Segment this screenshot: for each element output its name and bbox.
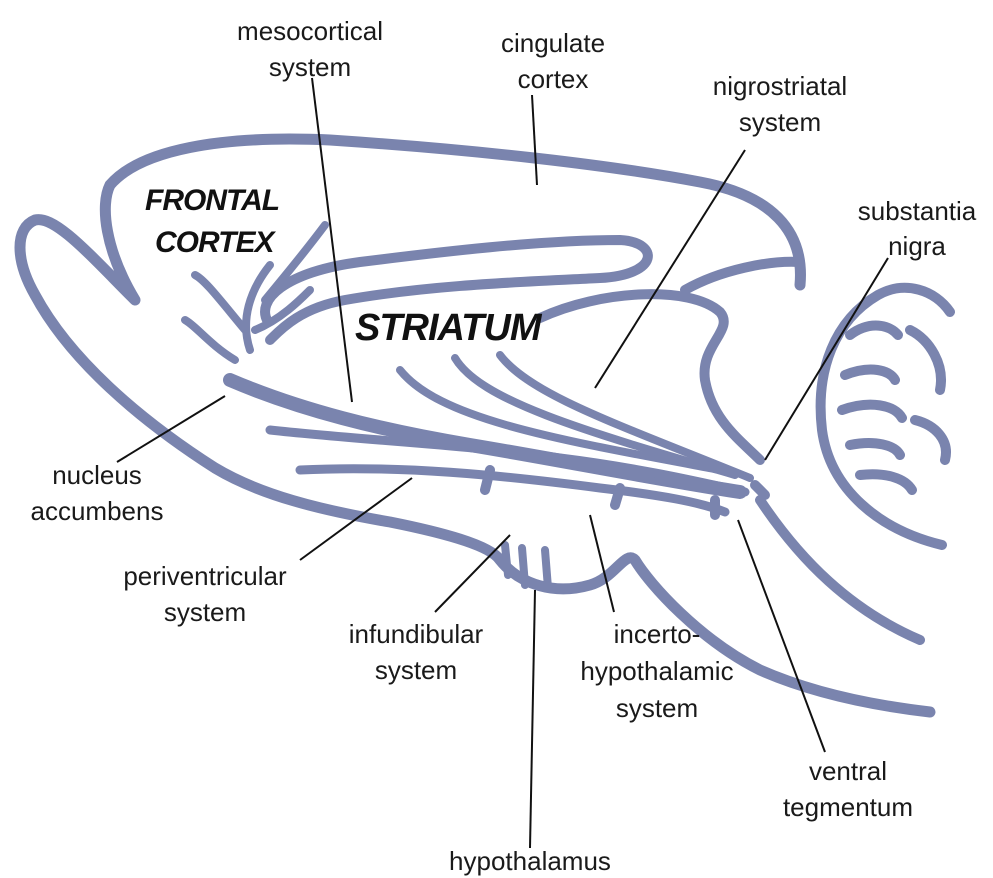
- fiber-tracts: [185, 225, 765, 588]
- accumbens-label-line-1: nucleus: [52, 460, 142, 490]
- nigrostriatal-label-line-1: nigrostriatal: [713, 71, 847, 101]
- incerto-label-line-1: incerto-: [614, 619, 701, 649]
- leader-cingulate: [532, 95, 537, 185]
- cerebellum: [821, 288, 950, 545]
- substantia-label-line-1: substantia: [858, 196, 977, 226]
- incerto-label-line-2: hypothalamic: [580, 656, 733, 686]
- leader-hypothalamus: [530, 590, 535, 848]
- infundibular-label-line-1: infundibular: [349, 619, 484, 649]
- nigrostriatal-label-line-2: system: [739, 107, 821, 137]
- incerto-label-line-3: system: [616, 693, 698, 723]
- cingulate-label-line-2: cortex: [518, 64, 589, 94]
- mesocortical-label-line-1: mesocortical: [237, 16, 383, 46]
- ventral-label-line-1: ventral: [809, 756, 887, 786]
- brainstem-boundary: [760, 500, 920, 640]
- striatum-label: STRIATUM: [355, 307, 543, 349]
- frontal-cortex-label-line-1: FRONTAL: [145, 184, 279, 217]
- leader-ventral: [738, 520, 825, 752]
- substantia-label-line-2: nigra: [888, 231, 946, 261]
- dorsal-midbrain-line: [685, 262, 800, 290]
- brain-outline: [20, 139, 950, 712]
- periventricular-label-line-2: system: [164, 597, 246, 627]
- mesocortical-label-line-2: system: [269, 52, 351, 82]
- hypothalamus-label: hypothalamus: [449, 846, 611, 876]
- periventricular-label-line-1: periventricular: [123, 561, 287, 591]
- ventral-label-line-2: tegmentum: [783, 792, 913, 822]
- leader-incerto: [590, 515, 614, 612]
- accumbens-label-line-2: accumbens: [31, 496, 164, 526]
- infundibular-label-line-2: system: [375, 655, 457, 685]
- cingulate-label-line-1: cingulate: [501, 28, 605, 58]
- frontal-cortex-label-line-2: CORTEX: [155, 226, 276, 259]
